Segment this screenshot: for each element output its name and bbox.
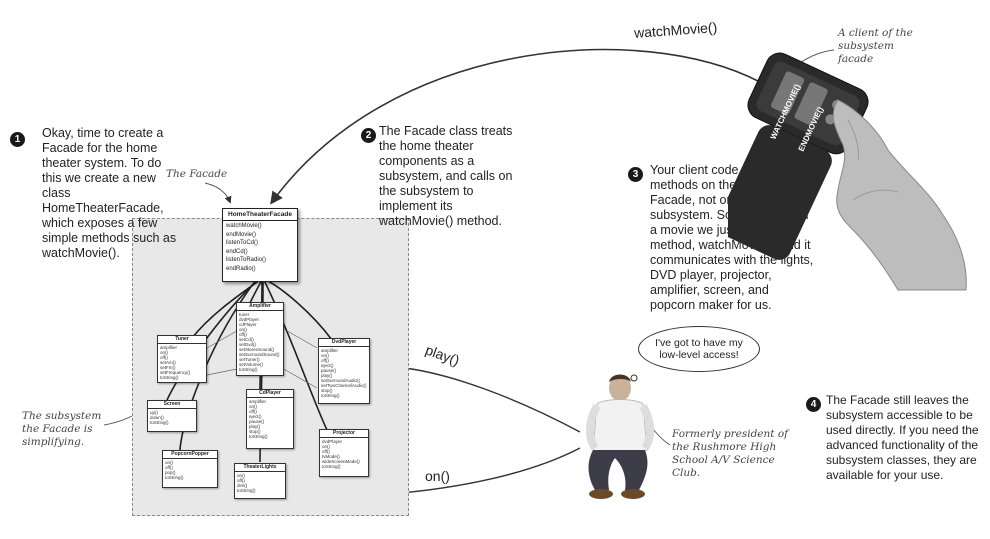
uml-class-hometheaterfacade: HomeTheaterFacade watchMovie() endMovie(… xyxy=(222,208,298,282)
person-illustration xyxy=(586,374,654,499)
annotation-the-facade: The Facade xyxy=(166,168,228,180)
uml-class-name: PopcornPopper xyxy=(163,451,217,459)
uml-class-name: Amplifier xyxy=(237,303,283,311)
callout-number-4: 4 xyxy=(806,397,821,412)
callout-number-3: 3 xyxy=(628,167,643,182)
facade-method: listenToCd() xyxy=(226,240,259,246)
remote-control-illustration: WATCHMOVIE() ENDMOVIE() xyxy=(728,52,967,291)
uml-class-members: amplifier on() off() eject() pause() pla… xyxy=(321,348,367,398)
uml-class-name: CdPlayer xyxy=(247,390,293,398)
uml-class-name: Projector xyxy=(320,430,368,438)
callout-number-1: 1 xyxy=(10,132,25,147)
uml-class-members: on() off() pop() toString() xyxy=(165,460,184,480)
callout-2: The Facade class treats the home theater… xyxy=(379,124,513,228)
uml-class-popcornpopper: PopcornPopper on() off() pop() toString(… xyxy=(162,450,218,488)
uml-class-members: amplifier on() off() setAm() setFm() set… xyxy=(160,345,191,380)
facade-methods: watchMovie() endMovie() listenToCd() end… xyxy=(223,221,297,274)
thought-bubble: I've got to have my low-level access! xyxy=(638,326,760,372)
facade-class-name: HomeTheaterFacade xyxy=(223,209,297,221)
callout-1: Okay, time to create a Facade for the ho… xyxy=(42,126,177,260)
uml-class-dvdplayer: DvdPlayer amplifier on() off() eject() p… xyxy=(318,338,370,404)
annotation-subsystem: The subsystem the Facade is simplifying. xyxy=(22,410,102,448)
uml-class-theaterlights: TheaterLights on() off() dim() toString(… xyxy=(234,463,286,499)
uml-class-name: TheaterLights xyxy=(235,464,285,472)
callout-4: The Facade still leaves the subsystem ac… xyxy=(826,393,979,482)
uml-class-amplifier: Amplifier tuner dvdPlayer cdPlayer on() … xyxy=(236,302,284,376)
annotation-formerly-president: Formerly president of the Rushmore High … xyxy=(672,428,789,479)
facade-method: endMovie() xyxy=(226,231,257,238)
uml-class-name: Tuner xyxy=(158,336,206,344)
facade-method: endRadio() xyxy=(226,265,256,272)
annotation-client: A client of the subsystem facade xyxy=(838,27,913,65)
uml-class-members: up() down() toString() xyxy=(150,410,169,425)
facade-method: listenToRadio() xyxy=(226,257,267,263)
facade-method: watchMovie() xyxy=(226,223,262,229)
facade-method: endCd() xyxy=(226,248,248,255)
play-arrow xyxy=(393,362,581,433)
uml-class-tuner: Tuner amplifier on() off() setAm() setFm… xyxy=(157,335,207,383)
callout-number-2: 2 xyxy=(361,128,376,143)
uml-class-members: dvdPlayer on() off() tvMode() wideScreen… xyxy=(322,439,360,469)
facade-annotation-arrow xyxy=(204,182,232,204)
uml-class-screen: Screen up() down() toString() xyxy=(147,400,197,432)
uml-class-name: Screen xyxy=(148,401,196,409)
watchmovie-arrow xyxy=(270,48,761,205)
uml-class-members: tuner dvdPlayer cdPlayer on() off() setC… xyxy=(239,312,280,372)
uml-class-name: DvdPlayer xyxy=(319,339,369,347)
uml-class-members: on() off() dim() toString() xyxy=(237,473,256,493)
subsystem-annotation-arrow xyxy=(103,415,133,426)
uml-class-projector: Projector dvdPlayer on() off() tvMode() … xyxy=(319,429,369,477)
on-label: on() xyxy=(425,468,450,484)
uml-class-cdplayer: CdPlayer amplifier on() off() eject() pa… xyxy=(246,389,294,449)
thought-bubble-text: I've got to have my low-level access! xyxy=(655,337,743,361)
uml-class-members: amplifier on() off() eject() pause() pla… xyxy=(249,399,268,439)
